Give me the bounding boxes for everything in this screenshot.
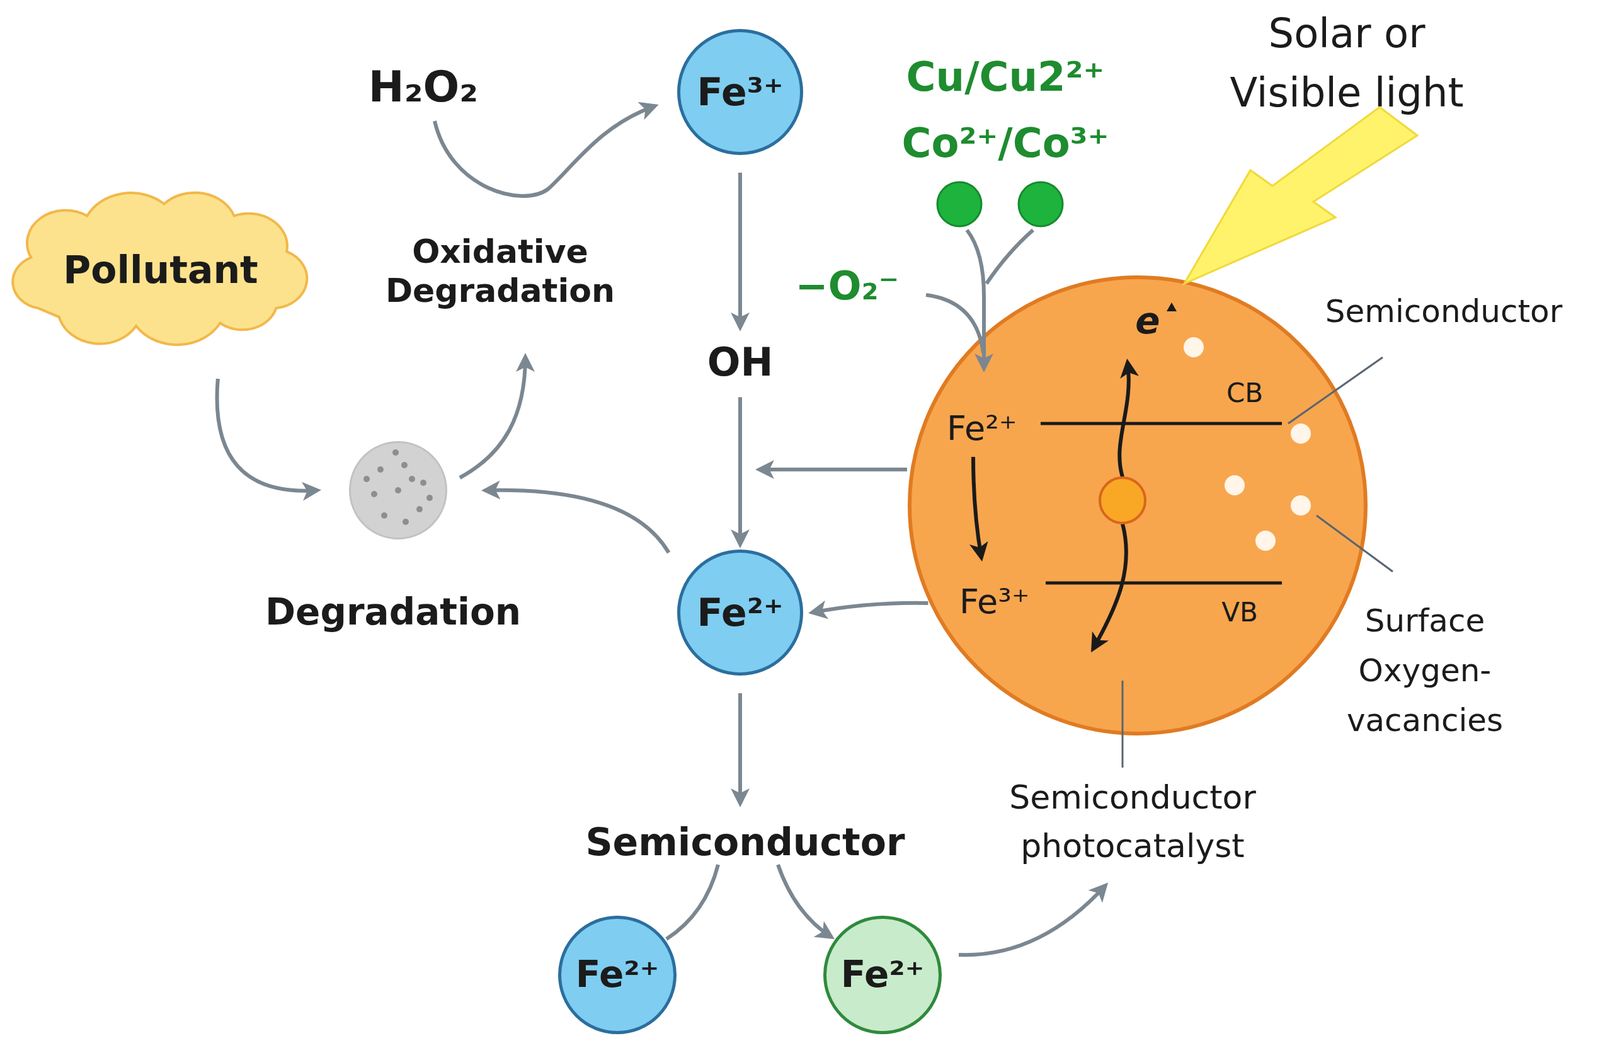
iron-ion-circle: Fe³⁺ (677, 28, 804, 155)
node-text: Fe³⁺ (959, 581, 1030, 623)
radical-arrow (759, 467, 908, 472)
node-text: Fe³⁺ (696, 69, 783, 115)
particle-dot (392, 449, 399, 456)
degradation-particle: Degradation (348, 440, 448, 540)
node-outline (348, 440, 448, 540)
node-text: VB (1221, 596, 1258, 629)
process-label: Oxidative Degradation (355, 231, 646, 310)
connector-line (485, 490, 669, 553)
return-arrow (958, 885, 1106, 955)
particle-dot (381, 512, 388, 519)
particle-dot (401, 461, 408, 469)
split-line (666, 864, 719, 939)
circle-shape (679, 30, 802, 154)
particle-dot (394, 486, 402, 494)
connector (485, 490, 669, 553)
reagent-label: H₂O₂ (368, 61, 479, 113)
callout-label: Surface Oxygen- vacancies (1330, 595, 1520, 746)
particle-dot (408, 475, 416, 482)
circle-shape (350, 442, 447, 539)
semiconductor-particle: eFe²⁺ CB Fe³⁺ VB (907, 275, 1368, 736)
connector-line (738, 396, 743, 545)
node-text: CB (1226, 377, 1263, 409)
node-text: Fe²⁺ (575, 952, 660, 997)
dopant-dot (937, 182, 982, 227)
light-label: Solar or Visible light (1208, 3, 1486, 123)
callout-label: Semiconductor (1325, 292, 1563, 331)
particle-dot (420, 479, 427, 486)
circle-shape (679, 551, 802, 675)
connector-line (217, 378, 318, 491)
circle-shape (560, 917, 676, 1033)
peroxide-arrow (434, 105, 656, 196)
particle-dot (371, 490, 378, 498)
particle-dot (377, 466, 384, 473)
node-text: Fe²⁺ (946, 408, 1017, 450)
pollutant-cloud: Pollutant (10, 188, 312, 350)
dopant-label: Co²⁺/Co³⁺ (902, 119, 1110, 168)
node-text: Fe²⁺ (840, 952, 925, 997)
particle-dot (363, 475, 370, 482)
edge-label: OH (707, 338, 774, 386)
iron-ion-circle: Fe²⁺ (677, 549, 804, 676)
dopant-dot (1018, 182, 1063, 227)
circle-shape (909, 277, 1366, 734)
regenerated-iron-circle: Fe²⁺ (823, 915, 942, 1034)
particle-dot (426, 494, 433, 501)
stage-label: Semiconductor (585, 818, 905, 865)
node-text: Fe²⁺ (696, 589, 783, 635)
dopant-arrow (986, 229, 1034, 284)
connector (217, 378, 318, 491)
cloud-shape (12, 192, 307, 345)
oxidation-arrow (459, 356, 526, 478)
flow-arrow (738, 692, 743, 804)
split-arrow (777, 864, 832, 937)
particle-dot (402, 518, 409, 525)
iron-ion-circle: Fe²⁺ (558, 915, 677, 1034)
light-bolt (1184, 107, 1418, 284)
node-text: e (1135, 299, 1160, 344)
dopant-label: Cu/Cu2²⁺ (906, 52, 1105, 102)
node-text: Pollutant (62, 246, 259, 293)
circle-shape (825, 917, 941, 1033)
callout-label: Semiconductor photocatalyst (968, 772, 1297, 870)
connector-line (738, 172, 743, 328)
node-text: Degradation (265, 590, 521, 635)
node-outline (907, 275, 1368, 736)
connector-line (811, 602, 928, 613)
connector (811, 602, 928, 613)
particle-dot (416, 505, 423, 513)
radical-label: −O₂⁻ (795, 262, 900, 310)
